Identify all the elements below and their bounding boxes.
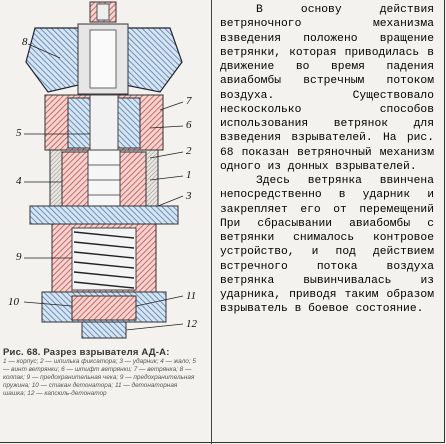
- caption-title: Рис. 68. Разрез взрывателя АД-А:: [3, 347, 170, 358]
- callout-6: 6: [186, 119, 192, 131]
- column-divider: [211, 0, 212, 444]
- figure-caption: Рис. 68. Разрез взрывателя АД-А: 1 — кор…: [3, 347, 201, 398]
- callout-2: 2: [186, 145, 192, 157]
- callout-4: 4: [16, 175, 22, 187]
- detonator-capsule: [81, 321, 127, 339]
- callout-10: 10: [8, 296, 19, 308]
- callout-7: 7: [186, 95, 192, 107]
- figure-panel: 8 7 6 5 4 3 2 1 9 10 11 12 Рис. 68. Разр…: [0, 0, 212, 444]
- callout-5: 5: [16, 127, 22, 139]
- callout-3: 3: [186, 190, 192, 202]
- callout-9: 9: [16, 251, 22, 263]
- detonator-charge: [71, 295, 137, 321]
- callout-11: 11: [186, 290, 197, 302]
- article-text: В основу действия ветряночного механизма…: [220, 3, 434, 317]
- paragraph-2: Здесь ветрянка ввинчена непосредственно …: [220, 175, 434, 316]
- caption-legend: 1 — корпус; 2 — шпилька фиксатора; 3 — у…: [3, 358, 196, 398]
- paragraph-1: В основу действия ветряночного механизма…: [220, 4, 434, 173]
- flange: [29, 205, 179, 225]
- callout-12: 12: [186, 318, 197, 330]
- callout-8: 8: [22, 36, 28, 48]
- callout-1: 1: [186, 169, 192, 181]
- safety-spring: [73, 231, 135, 289]
- fuze-cross-section-drawing: [23, 1, 184, 339]
